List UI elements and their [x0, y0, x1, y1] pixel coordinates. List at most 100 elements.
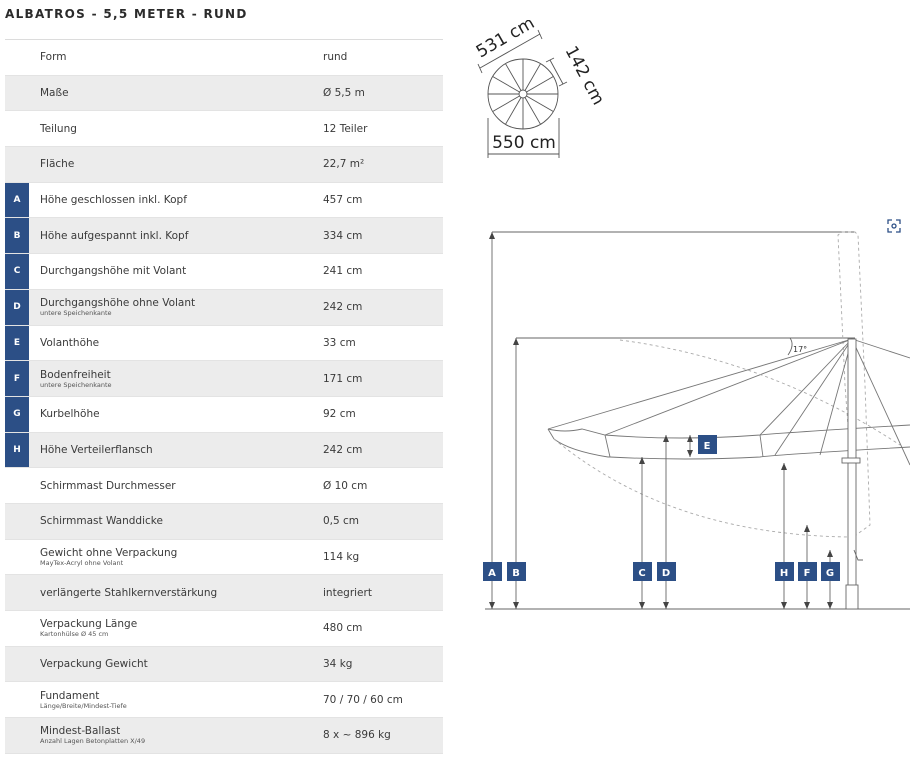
row-value: 334 cm	[323, 229, 363, 242]
row-label: Verpackung Länge	[40, 618, 138, 631]
row-sublabel: MayTex-Acryl ohne Volant	[40, 558, 124, 567]
table-row: Teilung 12 Teiler	[5, 111, 443, 148]
canopy-hub	[518, 89, 528, 99]
side-view-drawing: 17° A B C D E H F G	[483, 231, 910, 610]
row-value: Ø 10 cm	[323, 479, 368, 492]
canopy-spoke	[522, 76, 554, 95]
marker-f: F	[804, 568, 811, 579]
row-label-group: Kurbelhöhe	[40, 397, 100, 432]
row-value: 114 kg	[323, 550, 360, 563]
canopy-spoke	[505, 93, 524, 125]
table-row: G Kurbelhöhe 92 cm	[5, 396, 443, 433]
row-label-group: Teilung	[40, 111, 77, 146]
row-value: Ø 5,5 m	[323, 87, 365, 100]
marker-a: A	[488, 568, 496, 579]
top-view-drawing: 531 cm 142 cm 550 cm	[473, 20, 609, 158]
table-row: Schirmmast Wanddicke 0,5 cm	[5, 503, 443, 540]
row-label-group: Form	[40, 40, 66, 75]
table-row: Schirmmast Durchmesser Ø 10 cm	[5, 468, 443, 504]
row-value: 171 cm	[323, 372, 363, 385]
row-label-group: Verpackung Gewicht	[40, 647, 148, 682]
row-label-group: verlängerte Stahlkernverstärkung	[40, 575, 217, 610]
row-label: Schirmmast Wanddicke	[40, 515, 163, 528]
row-label: Mindest-Ballast	[40, 725, 121, 738]
dimension-badge: D	[5, 289, 29, 325]
row-sublabel: untere Speichenkante	[40, 309, 112, 318]
row-label: Fundament	[40, 689, 100, 702]
canopy-spoke	[492, 76, 524, 95]
marker-b: B	[512, 568, 520, 579]
row-sublabel: Länge/Breite/Mindest-Tiefe	[40, 701, 127, 710]
canopy-spoke	[522, 93, 541, 125]
canopy-spoke	[505, 63, 524, 95]
table-row: C Durchgangshöhe mit Volant 241 cm	[5, 254, 443, 290]
umbrella-mast	[847, 338, 857, 610]
table-row: Maße Ø 5,5 m	[5, 75, 443, 112]
row-value: 0,5 cm	[323, 515, 360, 528]
dim-diameter-label: 550 cm	[492, 133, 556, 153]
dimension-badge: A	[5, 182, 29, 218]
dim-chord-label: 531 cm	[473, 20, 538, 62]
row-label: Kurbelhöhe	[40, 408, 100, 421]
angle-label: 17°	[793, 345, 807, 354]
row-label-group: Schirmmast Wanddicke	[40, 504, 163, 539]
row-label-group: Volanthöhe	[40, 326, 99, 361]
table-row: verlängerte Stahlkernverstärkung integrie…	[5, 575, 443, 611]
row-value: 457 cm	[323, 194, 363, 207]
table-row: B Höhe aufgespannt inkl. Kopf 334 cm	[5, 218, 443, 255]
row-label-group: Fläche	[40, 147, 74, 182]
row-sublabel: untere Speichenkante	[40, 380, 112, 389]
page-title: ALBATROS - 5,5 METER - RUND	[5, 7, 248, 21]
expand-icon[interactable]	[886, 218, 902, 234]
row-value: 242 cm	[323, 443, 363, 456]
row-label: Bodenfreiheit	[40, 368, 111, 381]
canopy-spoke	[522, 63, 541, 95]
canopy-spoke	[492, 93, 524, 112]
row-value: 33 cm	[323, 336, 356, 349]
marker-h: H	[780, 568, 788, 579]
row-value: 242 cm	[323, 301, 363, 314]
marker-g: G	[826, 568, 834, 579]
row-value: 8 x ~ 896 kg	[323, 729, 391, 742]
canopy-spoke	[522, 93, 554, 112]
row-label: verlängerte Stahlkernverstärkung	[40, 586, 218, 599]
row-label-group: Durchgangshöhe mit Volant	[40, 254, 186, 289]
row-label: Gewicht ohne Verpackung	[40, 546, 178, 559]
dimension-badge: C	[5, 254, 29, 289]
row-value: 241 cm	[323, 265, 363, 278]
row-label: Schirmmast Durchmesser	[40, 479, 176, 492]
row-value: 22,7 m²	[323, 158, 365, 171]
row-value: 92 cm	[323, 408, 356, 421]
row-value: 34 kg	[323, 658, 353, 671]
row-label: Durchgangshöhe ohne Volant	[40, 297, 196, 310]
row-label-group: Höhe Verteilerflansch	[40, 433, 153, 468]
row-value: integriert	[323, 586, 372, 599]
table-row: A Höhe geschlossen inkl. Kopf 457 cm	[5, 182, 443, 219]
dimension-badge: B	[5, 218, 29, 254]
row-label: Fläche	[40, 158, 75, 171]
row-sublabel: Kartonhülse Ø 45 cm	[40, 630, 109, 639]
row-label: Höhe geschlossen inkl. Kopf	[40, 194, 187, 207]
row-label: Höhe Verteilerflansch	[40, 443, 153, 456]
dimension-badge: G	[5, 396, 29, 432]
row-value: 70 / 70 / 60 cm	[323, 693, 403, 706]
row-value: 12 Teiler	[323, 122, 368, 135]
row-label-group: Höhe aufgespannt inkl. Kopf	[40, 218, 188, 253]
marker-e: E	[704, 441, 711, 452]
table-row: Fläche 22,7 m²	[5, 147, 443, 183]
dim-depth-label: 142 cm	[561, 43, 609, 109]
row-label: Teilung	[40, 122, 77, 135]
dimension-badge: H	[5, 432, 29, 468]
row-label: Maße	[40, 87, 69, 100]
row-label-group: Schirmmast Durchmesser	[40, 468, 176, 503]
